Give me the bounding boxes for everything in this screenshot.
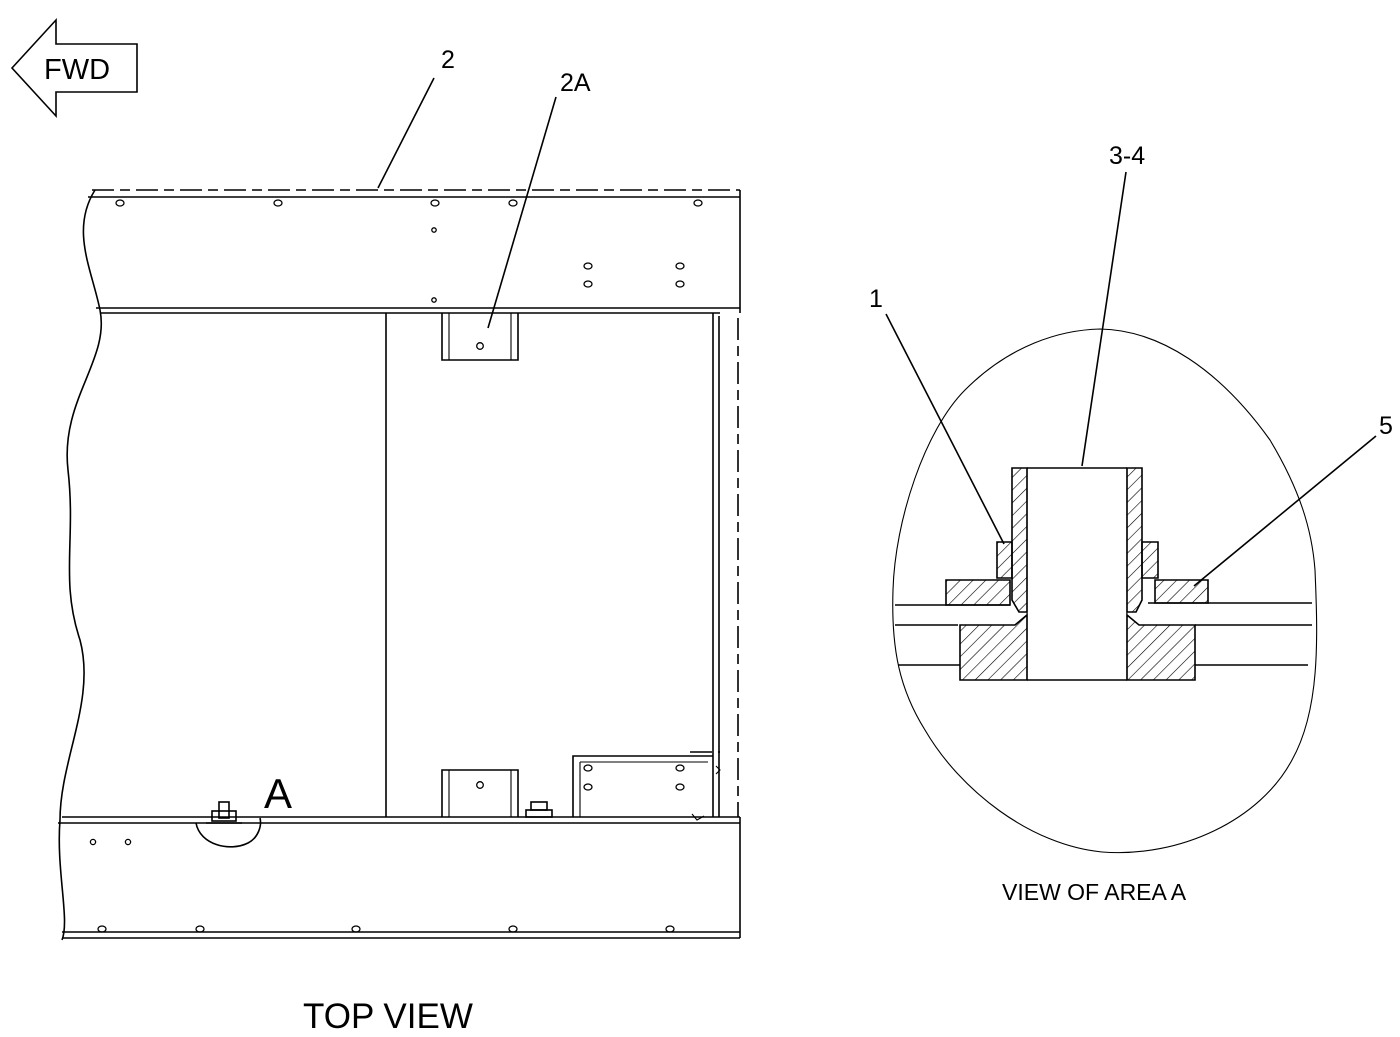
area-a-cutout bbox=[195, 801, 262, 848]
upper-bracket bbox=[441, 313, 519, 361]
leader-5 bbox=[1193, 435, 1377, 587]
upper-rail bbox=[88, 189, 741, 314]
area-marker: A bbox=[264, 770, 292, 817]
caption-top-view: TOP VIEW bbox=[303, 997, 473, 1036]
callout-1: 1 bbox=[869, 285, 883, 313]
callout-3-4: 3-4 bbox=[1109, 142, 1145, 170]
lower-rail-holes bbox=[89, 838, 675, 933]
washer-left bbox=[945, 541, 1013, 606]
right-side-frame bbox=[712, 313, 739, 817]
lower-rail bbox=[58, 816, 741, 939]
detail-view bbox=[892, 328, 1318, 854]
callout-2: 2 bbox=[441, 46, 455, 74]
callout-2a: 2A bbox=[560, 69, 591, 97]
leader-2 bbox=[377, 77, 435, 189]
detail-boundary bbox=[892, 328, 1318, 854]
leader-2a bbox=[487, 96, 557, 329]
washer-right bbox=[1141, 541, 1209, 604]
lower-bracket bbox=[441, 769, 519, 817]
top-view: A bbox=[58, 189, 741, 941]
caption-detail-view: VIEW OF AREA A bbox=[1002, 879, 1187, 905]
leader-3-4 bbox=[1081, 171, 1127, 467]
lower-right-plate bbox=[572, 751, 721, 821]
fwd-label: FWD bbox=[44, 54, 110, 86]
weld-boss bbox=[959, 613, 1196, 681]
fitting-tube bbox=[1011, 467, 1143, 681]
upper-rail-holes bbox=[115, 199, 703, 303]
base-plate bbox=[895, 602, 1312, 666]
callout-5: 5 bbox=[1379, 412, 1393, 440]
break-line bbox=[58, 189, 103, 941]
bolt-head bbox=[525, 801, 553, 818]
fwd-arrow: FWD bbox=[10, 17, 138, 119]
leader-1 bbox=[885, 313, 1005, 545]
